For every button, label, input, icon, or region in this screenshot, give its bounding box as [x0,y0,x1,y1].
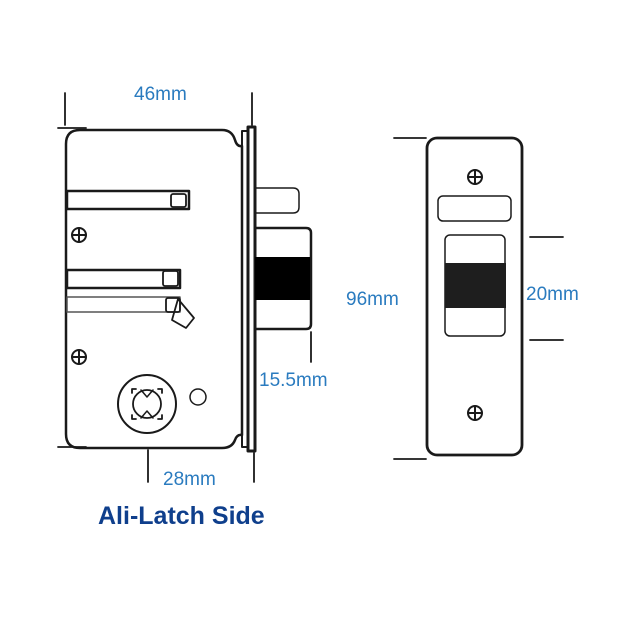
backset-dimension-label: 28mm [163,469,216,490]
strike-upper-slot [437,195,512,222]
middle-slot [65,268,182,290]
small-hole [189,388,207,406]
bolt-projection-label: 15.5mm [259,370,328,391]
upper-bolt [254,187,300,214]
upper-slot [65,189,191,211]
strike-plate [425,136,524,457]
lever [171,298,195,329]
screw-icon [71,349,87,365]
width-dimension-label: 46mm [134,84,187,105]
screw-icon [71,227,87,243]
latch-bolt [253,226,313,331]
strike-band [445,263,506,308]
faceplate-outer [246,125,257,453]
diagram-caption: Ali-Latch Side [98,502,265,530]
strike-opening-label: 20mm [526,284,579,305]
cylinder [117,374,177,434]
latch-bolt-band [255,257,310,300]
screw-icon [467,169,483,185]
strike-height-label: 96mm [346,289,399,310]
screw-icon [467,405,483,421]
lock-body [64,128,244,450]
lower-slot [66,296,181,313]
